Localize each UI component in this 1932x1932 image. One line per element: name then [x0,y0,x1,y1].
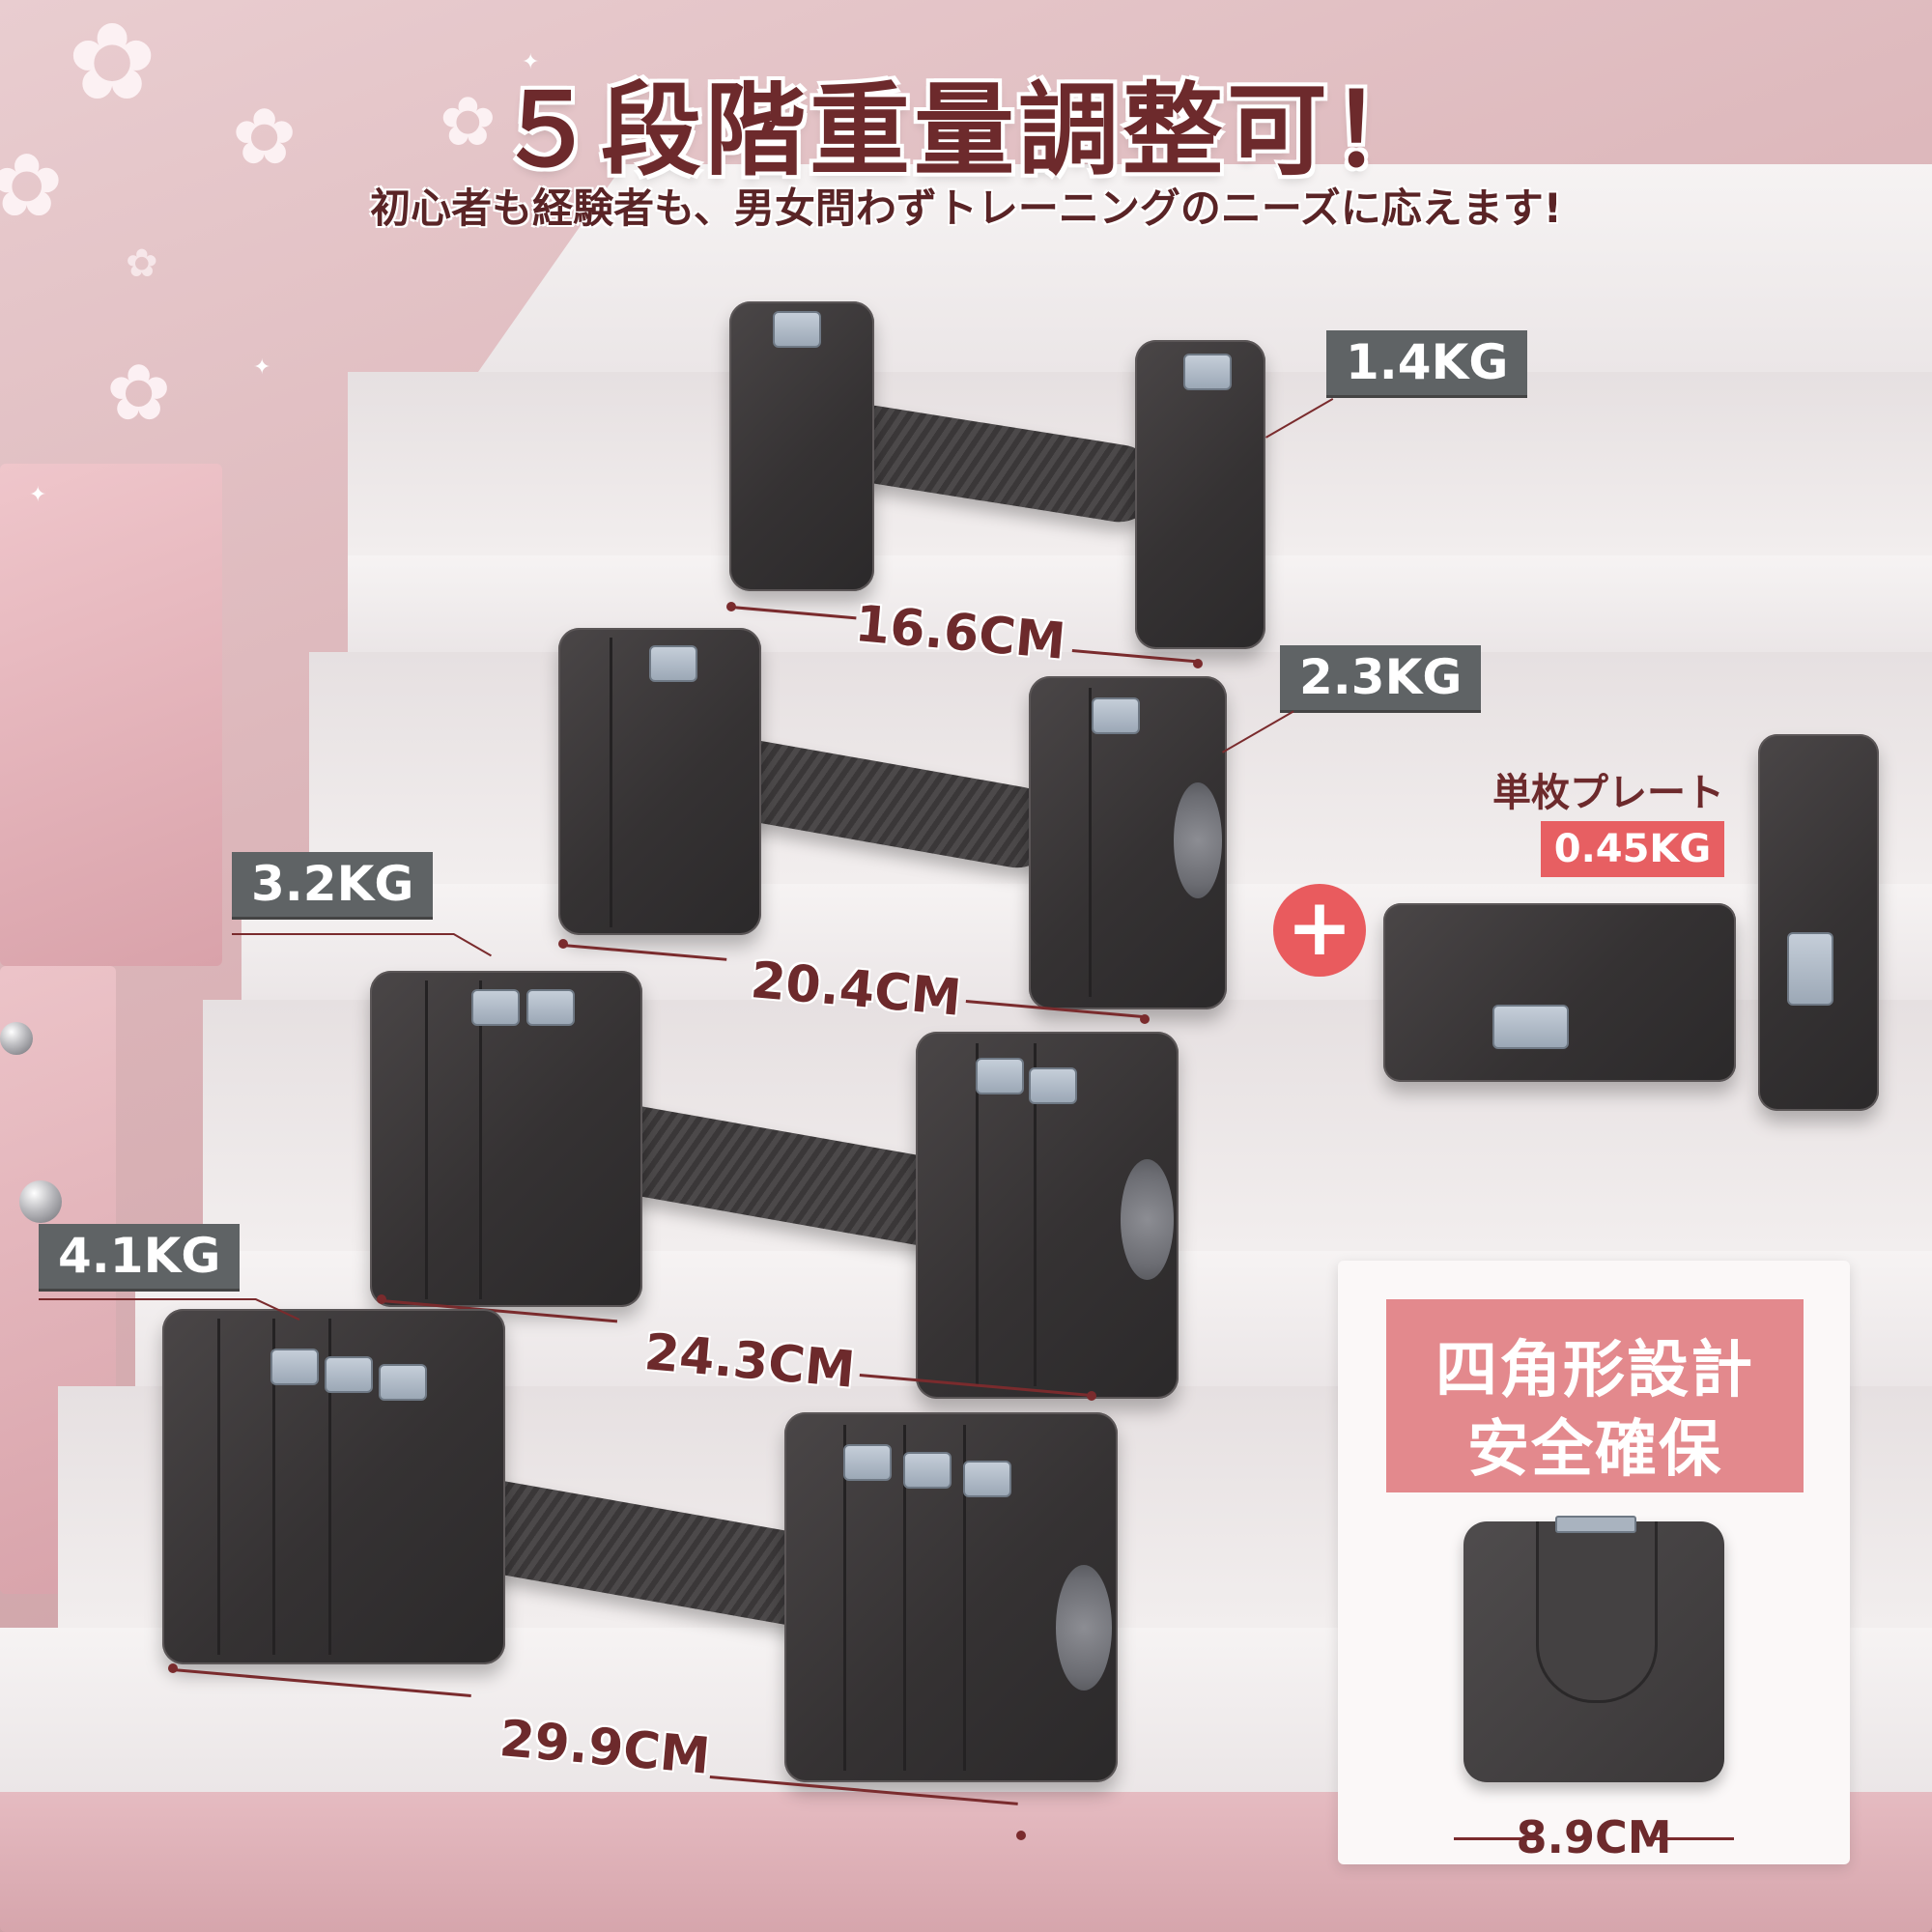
label-leader-line [39,1298,256,1300]
weight-label-1: 1.4KG [1326,330,1528,398]
plate-seam [976,1043,979,1386]
stair-top [478,164,1932,372]
metal-ball [0,1022,33,1055]
plate-lock-clip [471,989,520,1026]
weight-label-4: 4.1KG [39,1224,241,1292]
plate-lock-clip [843,1444,892,1481]
plate-seam [1034,1043,1037,1386]
plate-lock-clip [1092,697,1140,734]
dimension-endpoint [1087,1391,1096,1401]
blossom-icon: ✿ [440,82,497,161]
plate-width-dimension: 8.9CM [1516,1811,1672,1863]
plate-hole [1174,782,1222,898]
plate-lock-clip [1029,1067,1077,1104]
single-plate-standing [1758,734,1879,1111]
blossom-icon: ✿ [0,135,64,237]
plate-lock-clip [963,1461,1011,1497]
plate-lock-clip [1787,932,1833,1006]
page-subtitle: 初心者も経験者も、男女問わずトレーニングのニーズに応えます! [370,185,1562,232]
sparkle-icon: ✦ [29,483,47,507]
plate-lock-clip [325,1356,373,1393]
dimension-endpoint [1016,1831,1026,1840]
single-plate-weight: 0.45KG [1541,821,1724,877]
plate-seam [963,1425,966,1771]
plate-seam [610,638,612,927]
feature-line-2: 安全確保 [1467,1414,1722,1486]
plate-lock-clip [379,1364,427,1401]
dimension-line [1454,1837,1536,1840]
plate-seam [843,1425,846,1771]
plate-seam [903,1425,906,1771]
sparkle-icon: ✦ [253,355,271,380]
plate-lock-clip [976,1058,1024,1094]
weight-label-2: 2.3KG [1280,645,1482,713]
plus-icon: + [1273,884,1366,977]
plate-lock-clip [526,989,575,1026]
weight-plate [370,971,642,1307]
plate-lock-clip [1555,1516,1636,1533]
feature-card-header: 四角形設計 安全確保 [1386,1299,1804,1492]
square-plate-illustration [1463,1516,1724,1782]
blossom-icon: ✿ [106,348,172,438]
page-title: ５段階重量調整可！ [496,71,1435,189]
plate-seam [217,1319,220,1655]
label-leader-line [232,933,454,935]
blossom-icon: ✿ [126,242,158,286]
weight-plate [1135,340,1265,649]
dimension-endpoint [1140,1014,1150,1024]
metal-ball [19,1180,62,1223]
sparkle-icon: ✦ [522,50,540,74]
plate-lock-clip [903,1452,952,1489]
single-plate-flat [1383,903,1736,1082]
weight-plate [729,301,874,591]
weight-label-3: 3.2KG [232,852,434,920]
plate-hole [1056,1565,1112,1690]
plate-seam [328,1319,331,1655]
blossom-icon: ✿ [232,92,298,182]
dimension-endpoint [1193,659,1203,668]
plate-seam [272,1319,275,1655]
plate-slot [1536,1521,1658,1703]
plate-seam [479,980,482,1299]
blossom-icon: ✿ [68,0,157,124]
feature-card: 四角形設計 安全確保 8.9CM [1338,1261,1850,1864]
plate-seam [1089,688,1092,997]
pink-block-left [0,464,222,966]
plate-lock-clip [1492,1005,1569,1049]
plate-lock-clip [649,645,697,682]
plate-seam [425,980,428,1299]
plate-lock-clip [773,311,821,348]
dimension-line [1652,1837,1734,1840]
plate-hole [1121,1159,1174,1280]
feature-line-1: 四角形設計 [1435,1335,1754,1406]
plate-lock-clip [270,1349,319,1385]
plate-lock-clip [1183,354,1232,390]
single-plate-label: 単枚プレート [1492,771,1724,815]
